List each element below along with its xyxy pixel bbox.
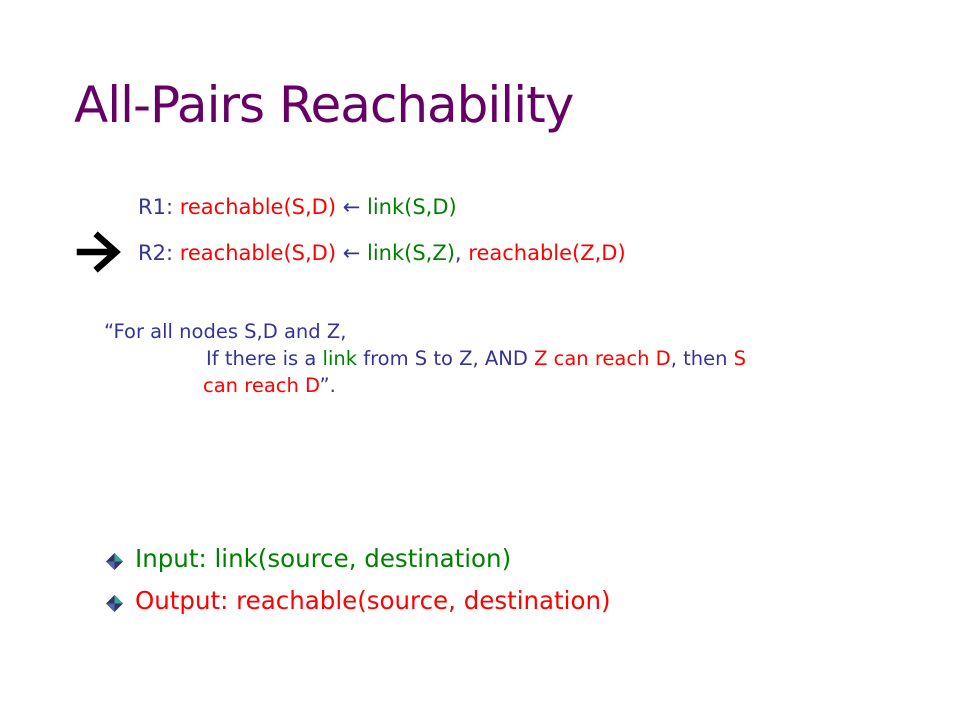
quote-end: ”. — [319, 374, 336, 397]
diamond-bullet-icon — [106, 595, 123, 612]
quote-line-2: If there is a link from S to Z, AND Z ca… — [104, 345, 884, 372]
rule-r2-separator: , — [454, 241, 469, 265]
bullet-output-text: Output: reachable(source, destination) — [135, 586, 611, 615]
quote-from-text: from S to Z, AND — [357, 347, 535, 370]
quote-if-text: If there is a — [206, 347, 323, 370]
rule-r2-body-link: link(S,Z) — [367, 241, 455, 265]
bullet-input-text: Input: link(source, destination) — [135, 544, 512, 573]
rule-r1-label: R1: — [138, 195, 180, 219]
rule-r2-body-reachable: reachable(Z,D) — [468, 241, 626, 265]
quote-then-text: , then — [670, 347, 734, 370]
explanation-quote: “For all nodes S,D and Z, If there is a … — [104, 318, 884, 399]
right-arrow-icon — [76, 231, 121, 273]
quote-link-word: link — [322, 347, 358, 370]
rule-r1-body: link(S,D) — [367, 195, 457, 219]
quote-line-3: can reach D”. — [104, 372, 884, 399]
quote-can-reach-text: can reach D — [203, 374, 320, 397]
rule-r2: R2: reachable(S,D) ← link(S,Z), reachabl… — [138, 241, 626, 265]
diamond-bullet-icon — [106, 553, 123, 570]
rule-r2-head: reachable(S,D) — [179, 241, 337, 265]
rule-r2-label: R2: — [138, 241, 180, 265]
rule-r1: R1: reachable(S,D) ← link(S,D) — [138, 195, 457, 219]
rule-r1-head: reachable(S,D) — [179, 195, 337, 219]
rule-r2-arrow: ← — [336, 241, 367, 265]
page-title: All-Pairs Reachability — [74, 76, 574, 134]
quote-line-1: “For all nodes S,D and Z, — [104, 320, 347, 343]
quote-reach-text: Z can reach D — [534, 347, 671, 370]
quote-s-text: S — [733, 347, 747, 370]
rule-r1-arrow: ← — [336, 195, 367, 219]
